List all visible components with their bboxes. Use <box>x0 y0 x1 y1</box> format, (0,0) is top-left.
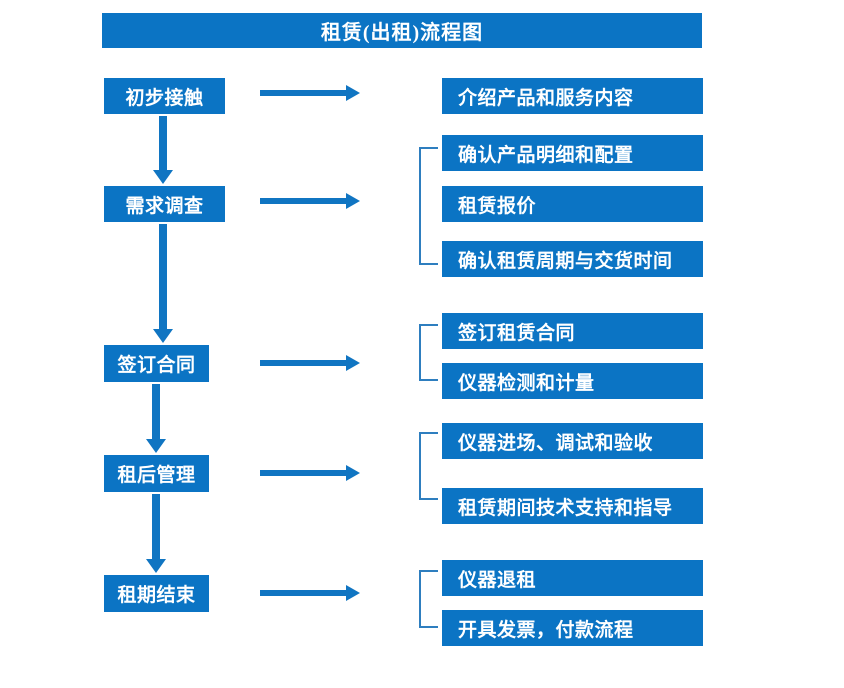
detail-label: 租赁期间技术支持和指导 <box>458 497 673 519</box>
arrow-right-needs-survey <box>260 192 360 210</box>
arrow-right-sign-contract <box>260 354 360 372</box>
stage-box-initial-contact[interactable]: 初步接触 <box>104 78 225 114</box>
bracket-post-rental-group <box>418 432 440 500</box>
stage-label: 初步接触 <box>125 87 204 109</box>
detail-box-confirm-product-config[interactable]: 确认产品明细和配置 <box>442 135 703 171</box>
chart-title-text: 租赁(出租)流程图 <box>320 22 484 44</box>
stage-box-post-rental-management[interactable]: 租后管理 <box>104 455 209 492</box>
detail-label: 签订租赁合同 <box>458 322 576 344</box>
detail-box-instrument-inspection[interactable]: 仪器检测和计量 <box>442 363 703 399</box>
arrow-down-contract-to-management <box>145 384 167 453</box>
stage-box-sign-contract[interactable]: 签订合同 <box>104 345 209 382</box>
detail-label: 确认产品明细和配置 <box>458 144 634 166</box>
detail-label: 开具发票，付款流程 <box>458 619 634 641</box>
detail-label: 介绍产品和服务内容 <box>458 87 634 109</box>
bracket-sign-contract-group <box>418 324 440 381</box>
arrow-down-contact-to-survey <box>152 116 174 184</box>
stage-box-lease-end[interactable]: 租期结束 <box>104 575 209 612</box>
detail-box-instrument-return[interactable]: 仪器退租 <box>442 560 703 596</box>
stage-box-needs-survey[interactable]: 需求调查 <box>104 186 225 222</box>
arrow-down-survey-to-contract <box>152 224 174 343</box>
detail-box-invoice-payment[interactable]: 开具发票，付款流程 <box>442 610 703 646</box>
detail-label: 仪器退租 <box>458 569 537 591</box>
detail-label: 确认租赁周期与交货时间 <box>458 250 673 272</box>
stage-label: 租期结束 <box>117 585 196 606</box>
arrow-right-lease-end <box>260 584 360 602</box>
detail-box-rental-quotation[interactable]: 租赁报价 <box>442 186 703 222</box>
stage-label: 租后管理 <box>117 465 196 486</box>
stage-label: 签订合同 <box>117 355 196 376</box>
bracket-needs-survey-group <box>418 147 440 265</box>
detail-box-sign-rental-contract[interactable]: 签订租赁合同 <box>442 313 703 349</box>
detail-box-confirm-period-delivery[interactable]: 确认租赁周期与交货时间 <box>442 241 703 277</box>
arrow-right-post-rental-management <box>260 464 360 482</box>
detail-label: 仪器进场、调试和验收 <box>458 432 654 454</box>
arrow-down-management-to-lease-end <box>145 494 167 573</box>
detail-box-instrument-entry-commissioning[interactable]: 仪器进场、调试和验收 <box>442 423 703 459</box>
arrow-right-initial-contact <box>260 84 360 102</box>
chart-title-bar: 租赁(出租)流程图 <box>102 13 702 48</box>
detail-label: 仪器检测和计量 <box>458 372 595 394</box>
bracket-lease-end-group <box>418 570 440 628</box>
detail-box-intro-products-services[interactable]: 介绍产品和服务内容 <box>442 78 703 114</box>
stage-label: 需求调查 <box>125 195 204 217</box>
detail-box-technical-support[interactable]: 租赁期间技术支持和指导 <box>442 488 703 524</box>
detail-label: 租赁报价 <box>458 195 537 217</box>
